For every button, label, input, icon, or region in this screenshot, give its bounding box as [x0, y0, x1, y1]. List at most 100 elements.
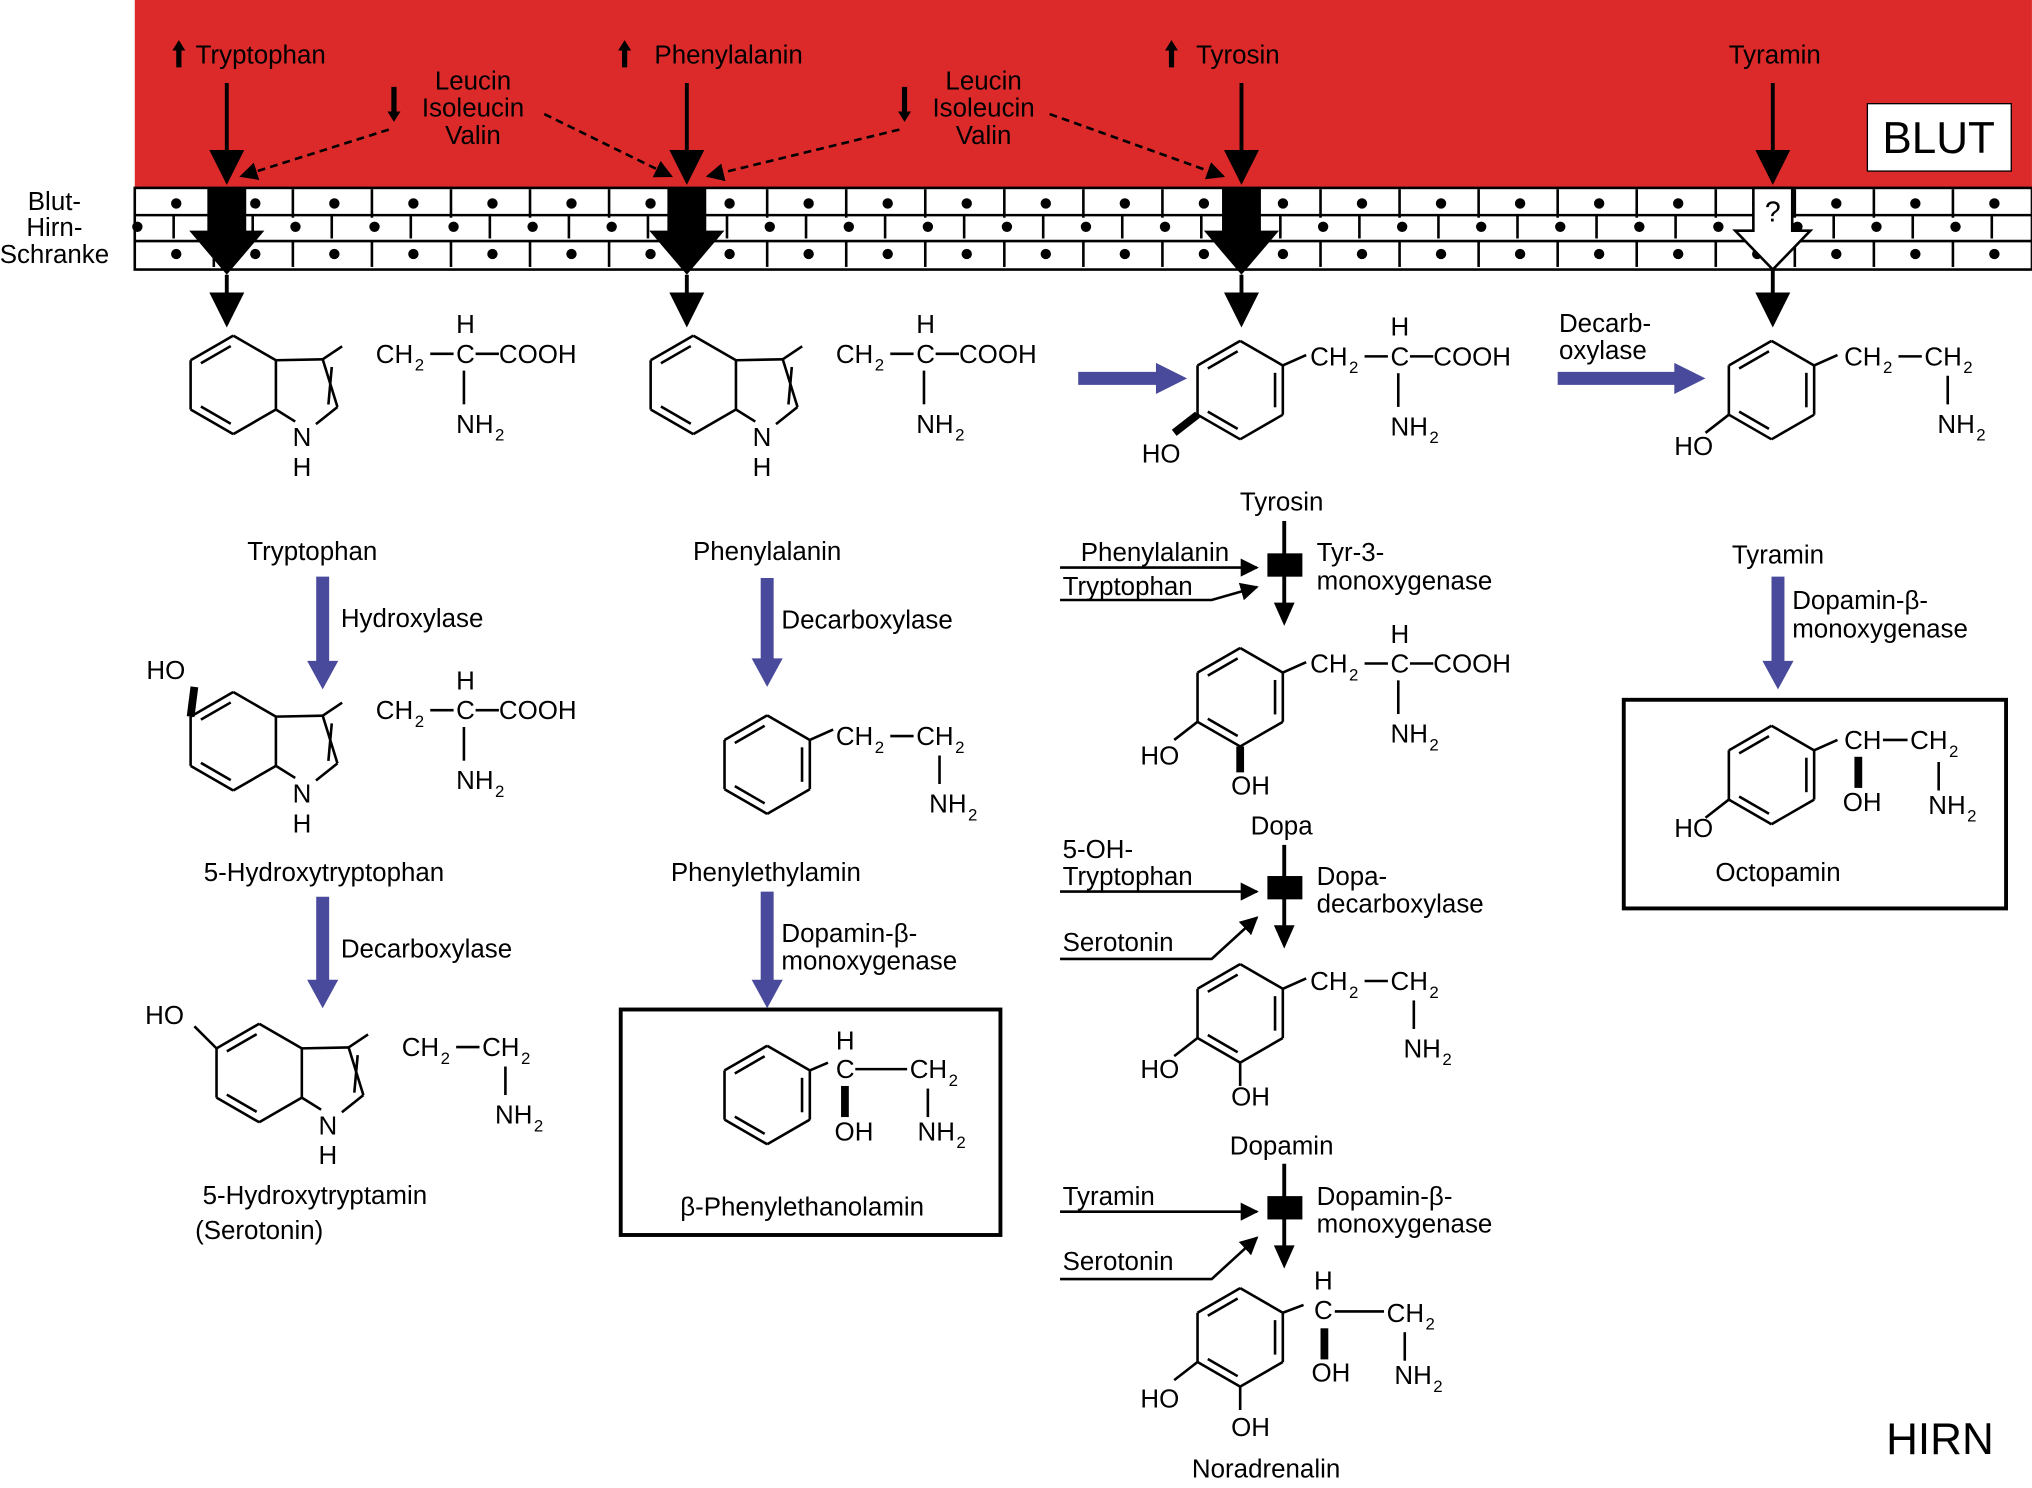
ring-double-bond — [1207, 1033, 1239, 1054]
inhibition-arrow — [1060, 582, 1259, 602]
cell-nucleus — [1119, 248, 1131, 260]
enzyme-dbm3-2: monoxygenase — [1317, 1210, 1493, 1238]
ring-bond — [189, 764, 234, 792]
atom-label: CH — [1924, 343, 1961, 371]
cell-nucleus — [1831, 198, 1842, 209]
cell-nucleus — [250, 248, 261, 260]
transport-arrow-phenylalanin — [649, 187, 725, 275]
cell-nucleus — [1910, 198, 1921, 209]
atom-label: CH — [916, 723, 953, 751]
cell-nucleus — [487, 248, 498, 260]
ring-double-bond — [660, 344, 692, 365]
atom-label: C — [456, 697, 475, 725]
blood-phenylalanin-label: Phenylalanin — [654, 41, 802, 69]
ring-bond — [301, 1046, 349, 1050]
hydrogen: H — [319, 1142, 338, 1170]
atom-label: NH — [1928, 792, 1965, 820]
atom-label: OH — [1843, 789, 1882, 817]
competitors-1: Leucin Isoleucin Valin — [387, 67, 524, 150]
col3-dopamin-name: Dopamin — [1230, 1133, 1334, 1161]
ring-bond — [1196, 646, 1241, 674]
col4-enzyme-1: Dopamin-β- — [1792, 587, 1928, 615]
atom-label: H — [1391, 621, 1410, 649]
cell-nucleus — [1435, 248, 1447, 260]
blood-tyrosin-label: Tyrosin — [1196, 41, 1280, 69]
box-octopamin — [1621, 697, 2008, 911]
cell-nucleus — [1277, 198, 1289, 209]
ring-bond — [341, 1094, 365, 1114]
ring-bond — [1196, 1036, 1241, 1064]
atom-label: CH — [1387, 1300, 1424, 1328]
cell-nucleus — [882, 198, 893, 209]
col1-serotonin-name-2: (Serotonin) — [195, 1217, 323, 1245]
subscript: 2 — [534, 1116, 543, 1135]
ring-bond — [232, 690, 277, 718]
ring-double-bond — [1207, 1357, 1239, 1378]
barrier-label-3: Schranke — [0, 241, 109, 269]
ring-bond — [1239, 963, 1284, 990]
cell-nucleus — [369, 221, 380, 232]
ring-bond — [232, 334, 277, 362]
competitor-valin: Valin — [956, 122, 1012, 150]
hydroxyl: HO — [1140, 743, 1179, 771]
down-arrow-icon — [898, 86, 912, 122]
ring-double-bond — [660, 405, 692, 425]
hydroxyl: HO — [1674, 815, 1713, 843]
ring-bond — [1770, 413, 1815, 441]
unknown-transport-mark: ? — [1765, 197, 1781, 229]
atom-label: CH — [1844, 727, 1881, 755]
atom-label: C — [456, 341, 475, 369]
ring-double-bond — [1738, 735, 1770, 755]
atom-label: CH — [376, 697, 413, 725]
ring-bond — [1196, 720, 1241, 748]
cell-nucleus — [843, 221, 854, 232]
subscript: 2 — [415, 712, 424, 731]
atom-label: CH — [376, 341, 413, 369]
wedge-bond — [841, 1085, 849, 1118]
ring-bond — [1770, 724, 1815, 752]
ring-bond — [1239, 1287, 1284, 1314]
atom-label: NH — [1391, 721, 1428, 749]
bond — [1282, 977, 1307, 990]
cell-nucleus — [645, 248, 656, 260]
ring-bond — [1239, 1036, 1284, 1064]
atom-label: CH — [402, 1034, 439, 1062]
competitor-isoleucin: Isoleucin — [422, 95, 524, 123]
ring-bond — [215, 1096, 260, 1124]
cell-nucleus — [1356, 248, 1368, 260]
bond — [1704, 798, 1730, 819]
ring-bond — [1239, 413, 1284, 441]
cell-nucleus — [764, 221, 775, 232]
ring-bond — [735, 357, 783, 362]
ring-double-bond — [1738, 350, 1770, 370]
subscript: 2 — [415, 356, 424, 375]
inhibitor-serotonin-2: Serotonin — [1063, 1248, 1174, 1276]
ring-double-bond — [1207, 973, 1239, 993]
cell-nucleus — [961, 248, 972, 260]
ring-bond — [723, 1118, 768, 1146]
cell-nucleus — [408, 198, 419, 209]
cell-nucleus — [1989, 198, 2000, 209]
enzyme-block — [1267, 1196, 1303, 1220]
transport-arrow-tryptophan — [189, 187, 265, 275]
hydrogen: H — [293, 810, 312, 838]
cell-nucleus — [1159, 221, 1171, 232]
cell-nucleus — [1555, 221, 1566, 232]
atom-label: C — [916, 341, 935, 369]
atom-label: NH — [495, 1102, 532, 1130]
hydroxyl: OH — [1231, 1414, 1270, 1442]
ring-double-bond — [226, 1033, 258, 1053]
nitrogen: N — [293, 781, 312, 809]
ring-double-bond — [327, 366, 334, 405]
ring-bond — [1770, 798, 1815, 826]
cell-nucleus — [606, 221, 617, 232]
col2-enzyme-dbm-2: monoxygenase — [781, 947, 957, 975]
ring-bond — [1196, 339, 1241, 367]
ring-double-bond — [353, 1055, 359, 1093]
col4-octopamin-name: Octopamin — [1715, 859, 1840, 887]
